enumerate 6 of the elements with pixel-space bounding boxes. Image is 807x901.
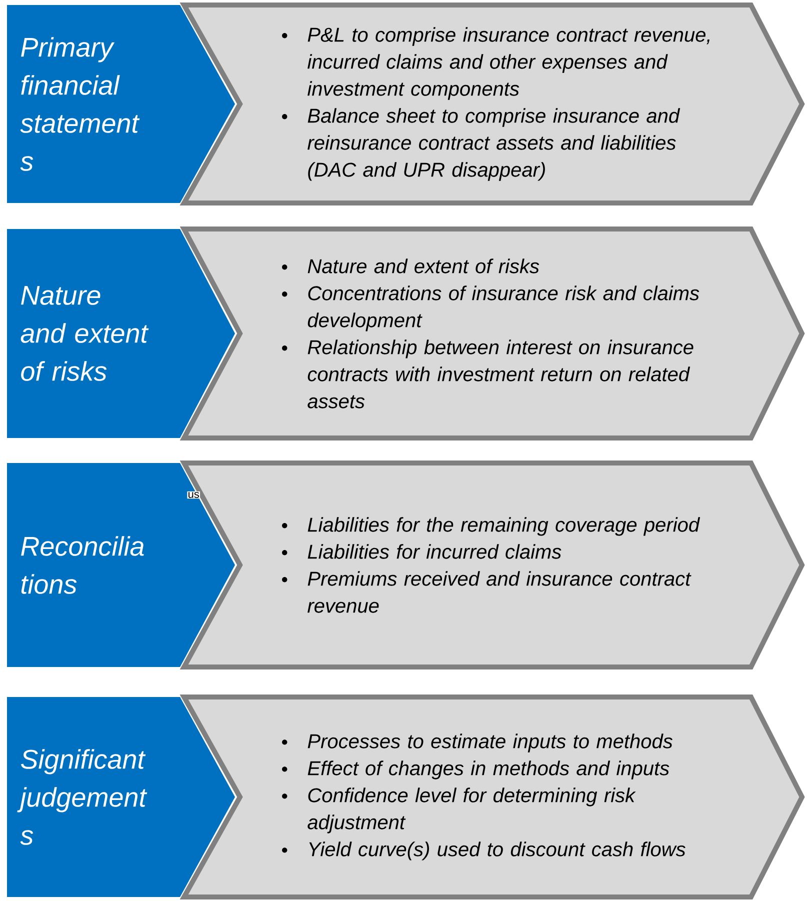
- chevron-box: Nature and extent of risks: [7, 229, 235, 438]
- chevron-box: P&L to comprise insurance contract revenue, incurred claims and other expenses and investment components Balance sheet to comprise insurance and reinsurance contract assets and liabilities (DAC and UPR disappear): [180, 2, 805, 206]
- chevron-box: Nature and extent of risks Concentrations of insurance risk and claims development Relationship between interest on insurance contracts with investment return on related assets: [180, 226, 805, 440]
- chevron-box: Primary financial statement s: [7, 5, 235, 203]
- chevron-box: Significant judgement s: [7, 697, 235, 897]
- chevron-box: Processes to estimate inputs to methods Effect of changes in methods and inputs Confidence level for determining risk adjustment Yield curve(s) used to discount cash flows: [180, 694, 805, 900]
